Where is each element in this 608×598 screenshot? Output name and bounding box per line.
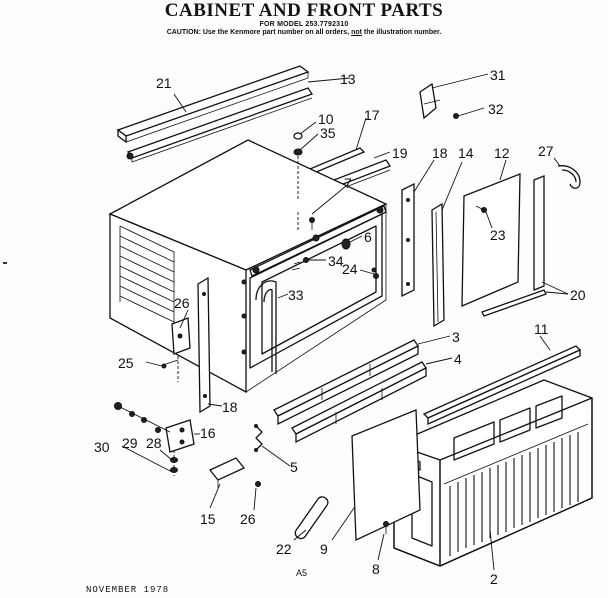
callout-20: 20 [570, 287, 586, 303]
callout-18-top: 18 [432, 145, 448, 161]
caution-not: not [351, 29, 362, 36]
callout-13: 13 [340, 71, 356, 87]
caution-text: CAUTION: Use the Kenmore part number on … [166, 29, 350, 36]
part-11-top-strip [422, 345, 582, 426]
part-23-screw [475, 205, 487, 213]
part-18-upper-bracket [401, 182, 415, 298]
part-9-filter-panel [351, 409, 421, 542]
callout-7: 7 [344, 175, 352, 191]
part-26-bracket [171, 317, 191, 355]
part-12-filter-panel [461, 173, 521, 307]
callout-16: 16 [200, 425, 216, 441]
callout-18-bottom: 18 [222, 399, 238, 415]
callout-35: 35 [320, 125, 336, 141]
part-26-screw [255, 481, 261, 487]
caution-text-end: the illustration number. [363, 29, 442, 36]
callout-29: 29 [122, 435, 138, 451]
part-4-strip [291, 361, 427, 444]
callout-5: 5 [290, 459, 298, 475]
part-8-screw [383, 521, 389, 534]
print-date: NOVEMBER 1978 [86, 585, 170, 595]
callout-4: 4 [454, 351, 462, 367]
part-7-screw [309, 217, 315, 230]
part-31-bracket [419, 82, 441, 120]
callout-11: 11 [534, 321, 549, 337]
callout-2: 2 [490, 571, 498, 587]
callout-24: 24 [342, 261, 358, 277]
callout-8: 8 [372, 561, 380, 577]
part-34-screw [303, 257, 309, 263]
part-32-screw [453, 113, 459, 119]
callout-28: 28 [146, 435, 162, 451]
callout-3: 3 [452, 329, 460, 345]
part-5-clip [254, 424, 263, 452]
callout-21: 21 [156, 75, 172, 91]
grille-louvers [443, 423, 589, 556]
callout-12: 12 [494, 145, 510, 161]
part-14-vertical-strip [431, 202, 445, 328]
callout-numbers: 21 13 10 35 17 19 7 6 34 24 33 18 14 12 … [94, 67, 586, 587]
callout-26-upper: 26 [174, 295, 190, 311]
callout-25: 25 [118, 355, 134, 371]
callout-14: 14 [458, 145, 474, 161]
part-20-angle-strips [481, 175, 547, 317]
side-louvers [119, 225, 175, 330]
model-number: FOR MODEL 253.7792310 [259, 21, 349, 28]
part-15-bracket [208, 457, 246, 488]
parts-28-29-30-hardware [114, 402, 178, 476]
callout-10: 10 [318, 111, 334, 127]
part-6-clip [341, 238, 351, 250]
callout-30: 30 [94, 439, 110, 455]
part-13-top-rail [126, 87, 314, 163]
callout-22: 22 [276, 541, 292, 557]
callout-33: 33 [288, 287, 304, 303]
part-16-control-box [165, 419, 195, 453]
callout-27: 27 [538, 143, 554, 159]
callout-23: 23 [490, 227, 506, 243]
page-title: CABINET AND FRONT PARTS [164, 0, 444, 21]
part-10-35-hardware [293, 132, 303, 232]
part-18-lower-bracket [197, 276, 211, 414]
callout-19: 19 [392, 145, 408, 161]
part-27-hook [557, 165, 581, 189]
part-25-screw [161, 356, 179, 382]
part-21-top-rail [116, 65, 310, 144]
margin-mark [3, 262, 7, 264]
callout-15: 15 [200, 511, 216, 527]
part-22-handle [294, 496, 329, 540]
callout-9: 9 [320, 541, 328, 557]
callout-34: 34 [328, 253, 344, 269]
callout-6: 6 [364, 229, 372, 245]
callout-17: 17 [364, 107, 380, 123]
callout-31: 31 [490, 67, 506, 83]
part-2-front-grille [393, 379, 593, 567]
cabinet-shell [108, 139, 388, 394]
leader-lines [145, 73, 569, 571]
caution-note: CAUTION: Use the Kenmore part number on … [0, 29, 608, 36]
part-24-screw [373, 273, 379, 288]
callout-32: 32 [488, 101, 504, 117]
part-3-strip [273, 339, 419, 426]
page-code: A5 [296, 568, 308, 578]
callout-26-lower: 26 [240, 511, 256, 527]
